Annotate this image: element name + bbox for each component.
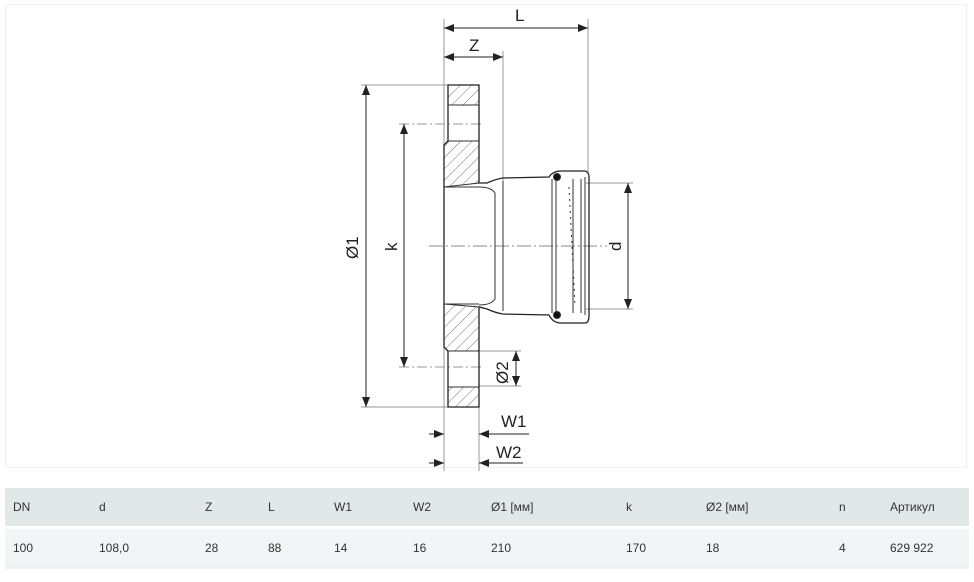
col-header: W2: [405, 488, 483, 526]
dimensions-table: DN d Z L W1 W2 Ø1 [мм] k Ø2 [мм] n Артик…: [5, 488, 969, 569]
cell-article: 629 922: [882, 526, 969, 569]
cell-z: 28: [197, 526, 260, 569]
dim-label-d1: Ø1: [343, 236, 362, 259]
col-header: Ø2 [мм]: [698, 488, 831, 526]
cell-d: 108,0: [91, 526, 197, 569]
col-header: n: [831, 488, 882, 526]
col-header: Ø1 [мм]: [483, 488, 618, 526]
cell-l: 88: [260, 526, 326, 569]
col-header: k: [618, 488, 698, 526]
dim-label-d: d: [606, 242, 625, 251]
dim-label-W2: W2: [496, 443, 522, 462]
col-header: d: [91, 488, 197, 526]
cell-d2: 18: [698, 526, 831, 569]
dim-label-Z: Z: [469, 36, 479, 55]
dim-label-L: L: [515, 6, 524, 25]
cell-dn: 100: [5, 526, 91, 569]
col-header: W1: [326, 488, 405, 526]
col-header: Артикул: [882, 488, 969, 526]
dim-label-k: k: [382, 242, 401, 251]
table-header-row: DN d Z L W1 W2 Ø1 [мм] k Ø2 [мм] n Артик…: [5, 488, 969, 526]
flange-adapter-drawing: L Z Ø1 k d Ø2 W1 W2: [343, 6, 633, 471]
col-header: Z: [197, 488, 260, 526]
col-header: L: [260, 488, 326, 526]
technical-drawing: L Z Ø1 k d Ø2 W1 W2: [5, 4, 967, 471]
cell-w2: 16: [405, 526, 483, 569]
table-row: 100 108,0 28 88 14 16 210 170 18 4 629 9…: [5, 526, 969, 569]
cell-k: 170: [618, 526, 698, 569]
cell-d1: 210: [483, 526, 618, 569]
dim-label-W1: W1: [501, 412, 527, 431]
dim-label-d2: Ø2: [493, 361, 512, 384]
cell-n: 4: [831, 526, 882, 569]
cell-w1: 14: [326, 526, 405, 569]
col-header: DN: [5, 488, 91, 526]
